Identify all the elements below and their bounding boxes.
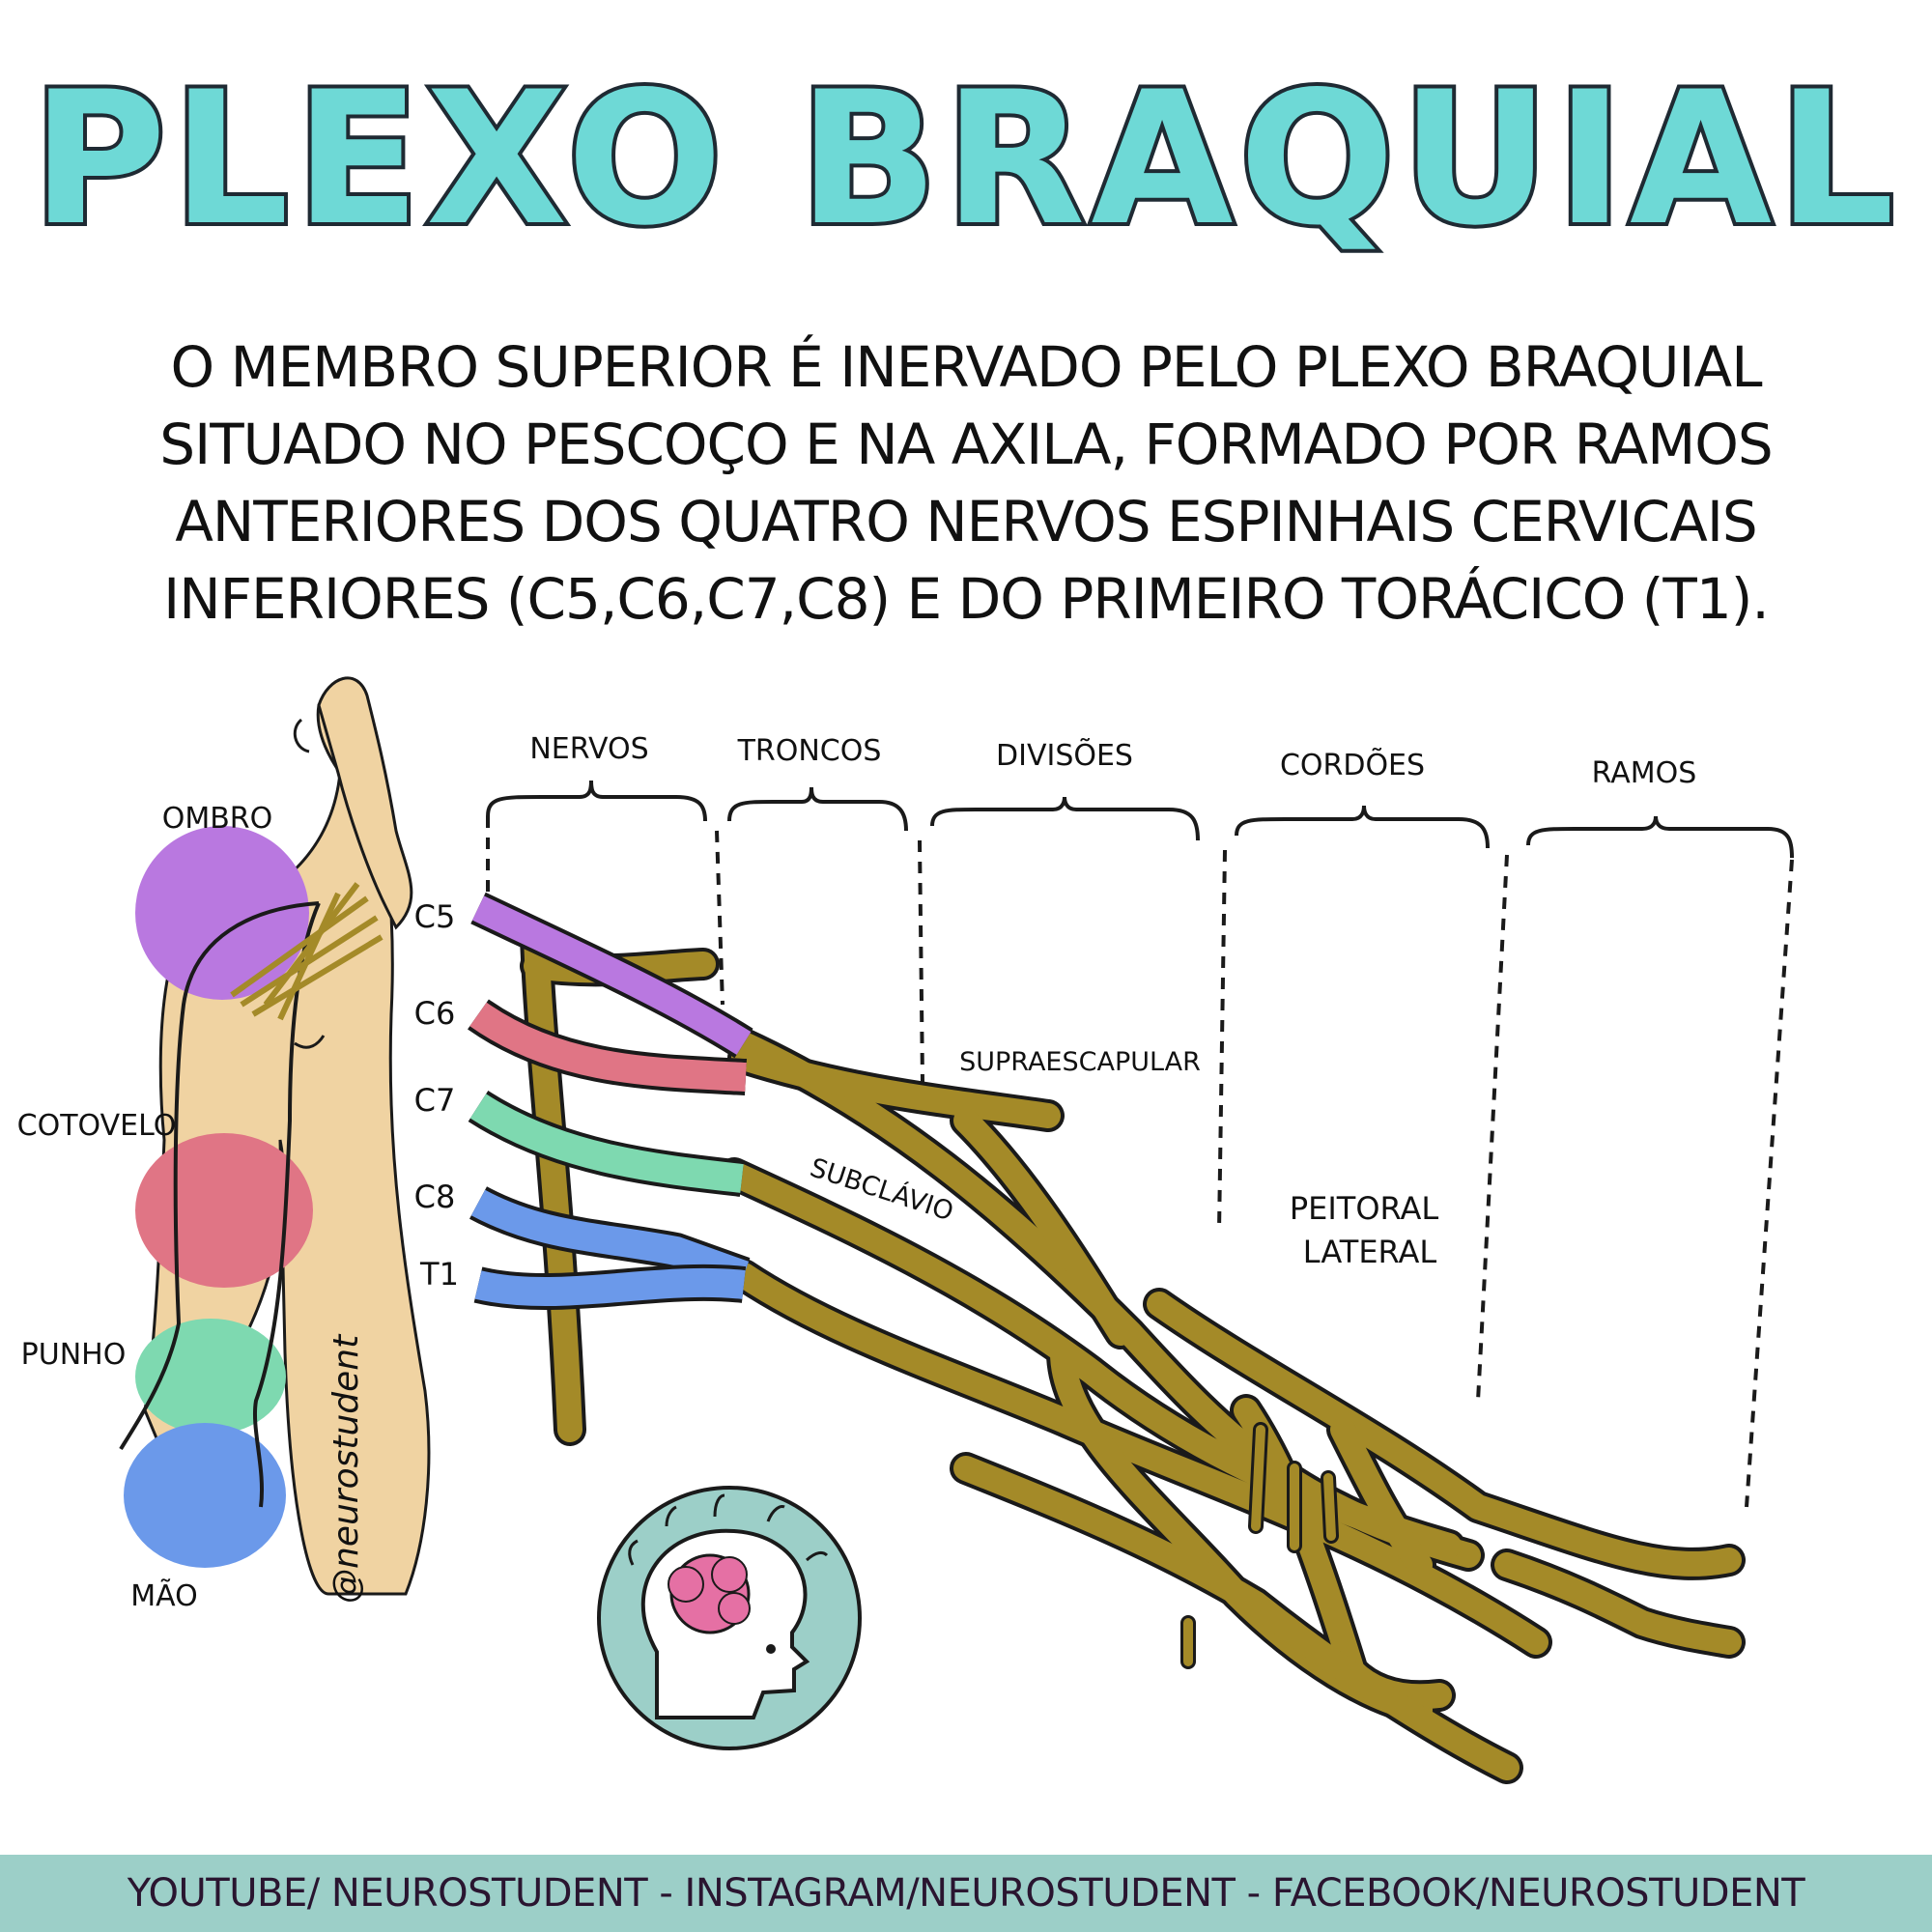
brain-logo: [597, 1486, 862, 1750]
column-dividers: [486, 816, 1794, 1508]
watermark: @neurostudent: [327, 1333, 366, 1604]
label-t1: T1: [419, 1256, 459, 1293]
intro-line-3: ANTERIORES DOS QUATRO NERVOS ESPINHAIS C…: [175, 489, 1758, 554]
ear-shape: [293, 718, 310, 753]
body-illustration: @neurostudent: [119, 676, 431, 1604]
label-supraescapular: SUPRAESCAPULAR: [959, 1047, 1201, 1077]
column-nervos: NERVOS: [529, 732, 648, 766]
label-c8: C8: [414, 1179, 456, 1215]
root-segments: [468, 892, 753, 1310]
nerve-plexus: [520, 921, 1746, 1784]
mini-plexus: [230, 882, 384, 1021]
label-peitoral: PEITORAL: [1290, 1190, 1439, 1227]
label-punho: PUNHO: [21, 1338, 127, 1372]
label-c6: C6: [414, 995, 456, 1032]
intro-line-4: INFERIORES (C5,C6,C7,C8) E DO PRIMEIRO T…: [163, 566, 1770, 632]
intro-text: O MEMBRO SUPERIOR É INERVADO PELO PLEXO …: [87, 328, 1845, 638]
label-ombro: OMBRO: [162, 802, 273, 836]
mao-region: [124, 1423, 286, 1568]
page-title: PLEXO BRAQUIAL: [28, 52, 1901, 266]
column-troncos: TRONCOS: [737, 734, 882, 768]
column-ramos: RAMOS: [1592, 756, 1697, 790]
footer-text: YOUTUBE/ NEUROSTUDENT - INSTAGRAM/NEUROS…: [127, 1871, 1805, 1916]
ombro-region: [135, 826, 309, 1000]
column-cordoes: CORDÕES: [1280, 747, 1425, 782]
intro-line-1: O MEMBRO SUPERIOR É INERVADO PELO PLEXO …: [170, 334, 1762, 400]
label-mao: MÃO: [130, 1578, 198, 1613]
column-divisoes: DIVISÕES: [996, 737, 1133, 773]
cotovelo-region: [135, 1133, 313, 1288]
label-c5: C5: [414, 898, 456, 935]
label-lateral: LATERAL: [1303, 1234, 1437, 1270]
label-c7: C7: [414, 1082, 456, 1119]
chest-detail: [294, 1035, 326, 1049]
label-cotovelo: COTOVELO: [17, 1109, 177, 1143]
head-shape: [317, 676, 413, 930]
column-brackets: [486, 780, 1794, 859]
intro-line-2: SITUADO NO PESCOÇO E NA AXILA, FORMADO P…: [159, 412, 1773, 477]
footer-bar: YOUTUBE/ NEUROSTUDENT - INSTAGRAM/NEUROS…: [0, 1855, 1932, 1932]
